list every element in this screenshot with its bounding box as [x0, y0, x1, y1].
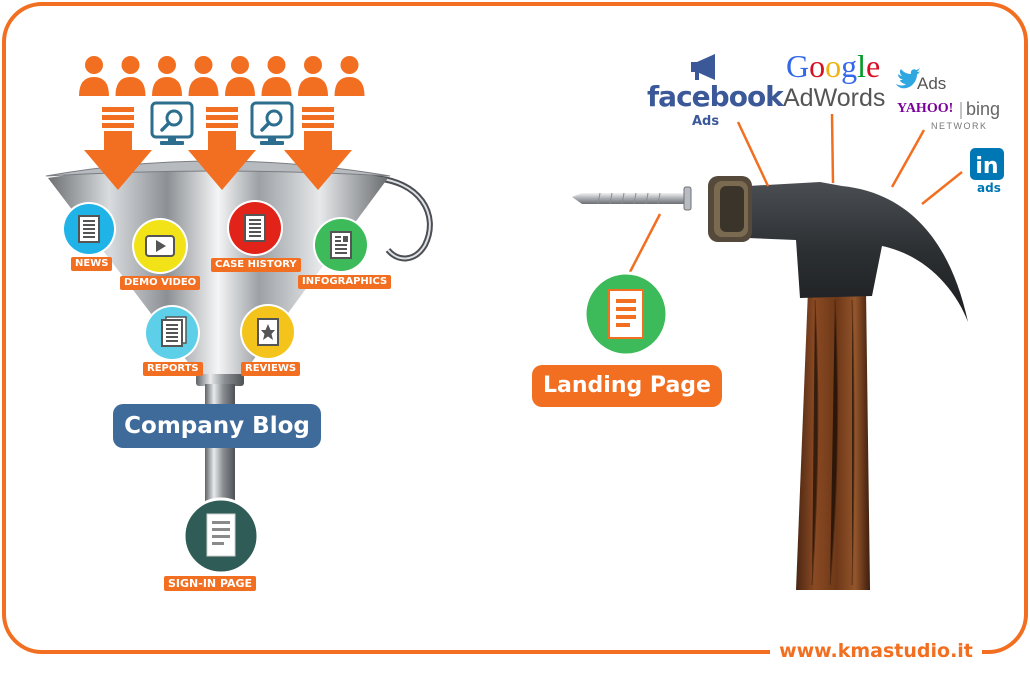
- logo-connectors: [628, 113, 963, 273]
- company-blog-label[interactable]: Company Blog: [113, 404, 321, 448]
- funnel-item-label: INFOGRAPHICS: [298, 275, 392, 289]
- funnel-item-demo-video[interactable]: [132, 218, 188, 274]
- landing-document-icon: [608, 289, 644, 339]
- funnel-item-label: REPORTS: [143, 362, 203, 376]
- google-letter: g: [841, 48, 858, 84]
- funnel-item-news[interactable]: [62, 202, 116, 256]
- down-arrow-icon: [84, 107, 152, 190]
- down-arrow-icon: [284, 107, 352, 190]
- google-letter: G: [786, 48, 810, 84]
- google-letter: l: [857, 48, 866, 84]
- funnel-item-label: NEWS: [71, 257, 113, 271]
- bing-network-label: NETWORK: [931, 121, 988, 131]
- megaphone-icon: [691, 54, 715, 80]
- funnel-item-reviews[interactable]: [240, 304, 296, 360]
- search-monitor-icon: [250, 101, 294, 145]
- linkedin-text: in: [975, 154, 998, 179]
- search-monitor-icon: [150, 101, 194, 145]
- bing-logo: bing: [966, 99, 1001, 119]
- search-monitors: [150, 101, 294, 145]
- people-row: [79, 56, 365, 96]
- hammer: [708, 176, 968, 590]
- traffic-arrows: [84, 107, 352, 190]
- newspaper-icon: [78, 215, 100, 243]
- report-stack-icon: [161, 316, 187, 347]
- person-icon: [298, 56, 328, 96]
- twitter-ads-label: Ads: [917, 74, 947, 93]
- funnel-item-case-history[interactable]: [227, 200, 283, 256]
- person-icon: [225, 56, 255, 96]
- infographic-icon: [330, 231, 352, 259]
- facebook-logo: facebook: [647, 80, 784, 113]
- funnel-item-label: DEMO VIDEO: [120, 276, 201, 290]
- linkedin-ads-label: ads: [977, 181, 1001, 195]
- person-icon: [79, 56, 109, 96]
- funnel-item-reports[interactable]: [144, 305, 200, 361]
- google-letter: e: [866, 48, 881, 84]
- signin-page-label[interactable]: SIGN-IN PAGE: [164, 576, 257, 591]
- funnel-item-label: CASE HISTORY: [211, 258, 301, 272]
- document-list-icon: [244, 214, 266, 242]
- document-icon: [206, 513, 236, 557]
- person-icon: [334, 56, 365, 96]
- google-letter: o: [825, 48, 842, 84]
- funnel-item-infographics[interactable]: [313, 217, 369, 273]
- landing-page-label[interactable]: Landing Page: [532, 365, 722, 407]
- nail: [572, 186, 692, 211]
- play-video-icon: [145, 235, 175, 257]
- landing-page-node[interactable]: [583, 271, 669, 357]
- linkedin-logo: in: [970, 148, 1004, 180]
- facebook-ads-label: Ads: [692, 114, 720, 129]
- person-icon: [152, 56, 182, 96]
- twitter-bird-icon: [896, 68, 920, 89]
- person-icon: [115, 56, 146, 96]
- star-review-icon: [257, 318, 279, 346]
- funnel-item-label: REVIEWS: [241, 362, 301, 376]
- down-arrow-icon: [188, 107, 256, 190]
- google-letter: o: [809, 48, 826, 84]
- person-icon: [188, 56, 219, 96]
- adwords-label: AdWords: [783, 84, 886, 112]
- signin-page-node[interactable]: [182, 497, 260, 575]
- funnel-content-items: [62, 200, 369, 361]
- person-icon: [261, 56, 292, 96]
- google-logo: Google: [786, 48, 880, 85]
- footer-url[interactable]: www.kmastudio.it: [770, 636, 982, 666]
- yahoo-logo: YAHOO!: [897, 101, 954, 116]
